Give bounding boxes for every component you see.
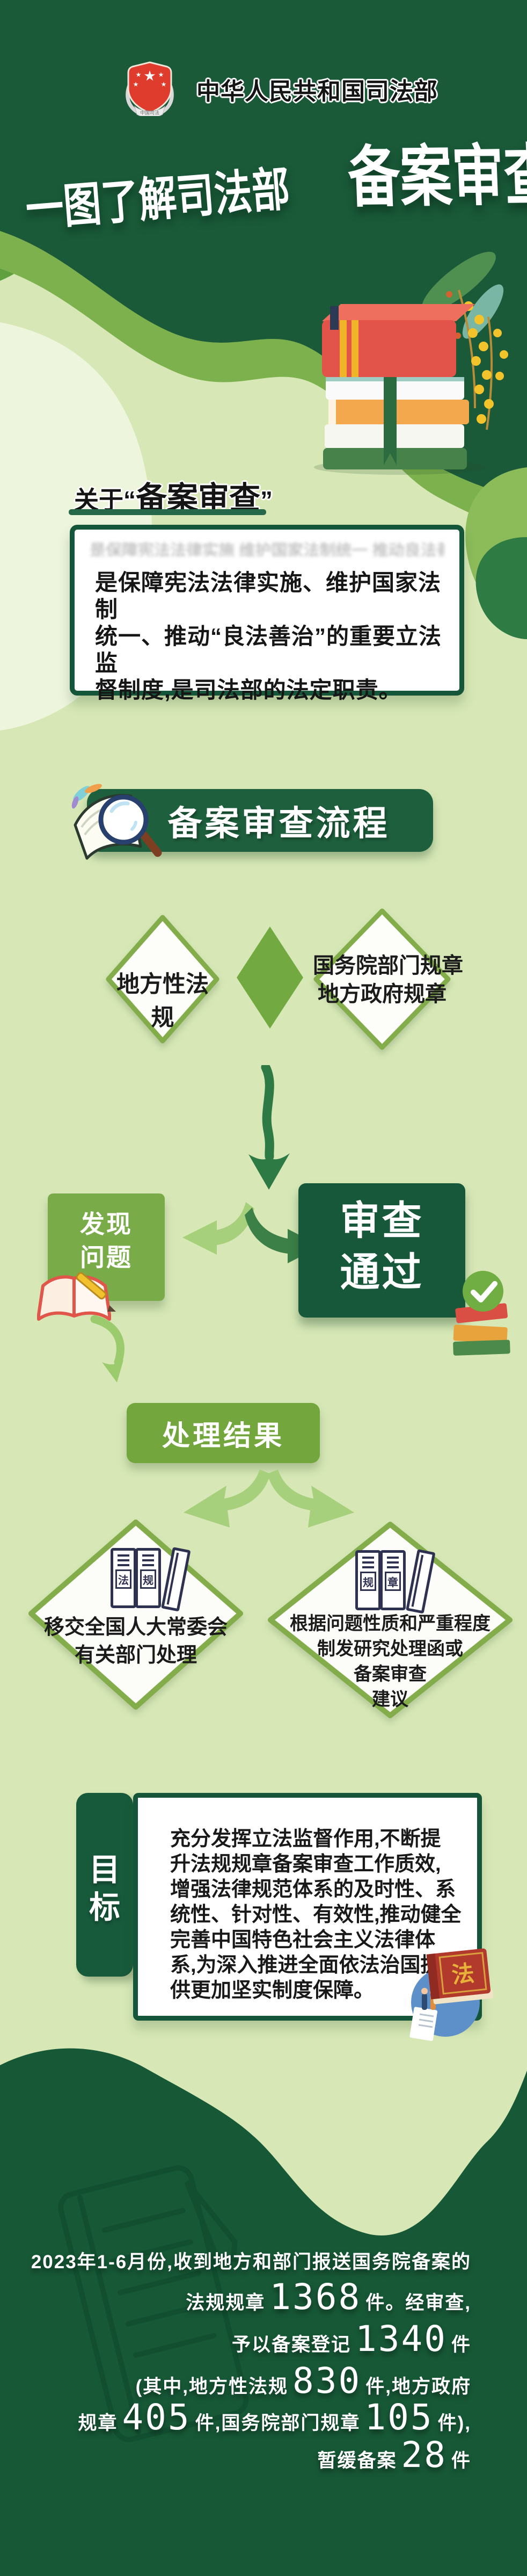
svg-text:法: 法 [450, 1960, 475, 1988]
source-diamond-left [106, 915, 219, 1044]
stat-number: 1368 [269, 2276, 362, 2318]
stat-number: 405 [122, 2397, 191, 2438]
law-books-icon: 法 规 [111, 1547, 191, 1612]
review-pass-box: 审查通过 [298, 1183, 465, 1318]
goal-card: 充分发挥立法监督作用,不断提升法规规章备案审查工作质效,增强法律规范体系的及时性… [133, 1793, 482, 2021]
stat-text: 件), [437, 2413, 471, 2434]
stat-number: 830 [292, 2360, 362, 2401]
stat-number: 105 [364, 2397, 434, 2438]
ministry-name: 中华人民共和国司法部 [196, 78, 438, 105]
stat-text: 件,地方政府 [365, 2376, 471, 2397]
stat-text: 暂缓备案 [317, 2450, 397, 2471]
outcome-right-label: 根据问题性质和严重程度制发研究处理函或备案审查建议 [290, 1613, 491, 1710]
stat-text: 予以备案登记 [232, 2334, 352, 2355]
svg-text:中国司法: 中国司法 [140, 110, 159, 115]
source-left-label: 地方性法规 [116, 972, 209, 1031]
source-right-label: 国务院部门规章地方政府规章 [313, 954, 463, 1006]
book-stack-illustration [314, 251, 508, 475]
stat-text: 法规规章 [186, 2292, 266, 2313]
open-book-magnifier-icon [71, 784, 162, 860]
curved-arrow-icon [90, 1315, 125, 1383]
svg-text:★: ★ [143, 68, 156, 84]
outcome-diamond-left [28, 1519, 243, 1710]
green-diamond-shape [237, 927, 303, 1029]
result-label: 处理结果 [162, 1420, 284, 1452]
ministry-emblem-icon: ★ ★ ★ ★ ★ 中国司法 [126, 61, 174, 116]
stats-line: 2023年1-6月份,收到地方和部门报送国务院备案的 [31, 2247, 471, 2274]
svg-text:★: ★ [136, 71, 142, 78]
goal-tab-char-1: 目 [89, 1853, 120, 1887]
about-card: 是保障宪法法律实施 维护国家法制统一 推动良法善治的重要立法监督制度 是司法部的… [70, 525, 464, 703]
stat-text: 件 [451, 2334, 471, 2355]
stat-number: 28 [401, 2434, 447, 2476]
about-heading-suffix: ” [260, 486, 273, 514]
notebook-sketch-icon [58, 2165, 249, 2442]
source-diamond-right [313, 908, 451, 1050]
open-book-pencil-icon [37, 1272, 116, 1321]
flow-section-title: 备案审查流程 [167, 804, 390, 843]
about-body: 是保障宪法法律实施、维护国家法制统一、推动“良法善治”的重要立法监督制度,是司法… [95, 570, 442, 703]
stat-text: 2023年1-6月份,收到地方和部门报送国务院备案的 [31, 2252, 471, 2273]
stat-text: 件,国务院部门规章 [195, 2413, 361, 2434]
svg-text:★: ★ [133, 81, 139, 88]
goal-body: 充分发挥立法监督作用,不断提升法规规章备案审查工作质效,增强法律规范体系的及时性… [170, 1828, 462, 2002]
stat-text: 件 [451, 2450, 471, 2471]
law-book-circle-illustration: 法 [409, 1948, 494, 2041]
result-box: 处理结果 [127, 1403, 320, 1463]
stat-text: (其中,地方性法规 [135, 2376, 289, 2397]
about-ghost-text: 是保障宪法法律实施 维护国家法制统一 推动良法善治的重要立法监督制度 是司法部的… [90, 542, 444, 556]
page-title-main: 备案审查 [347, 138, 527, 215]
stat-text: 件。经审查, [365, 2292, 471, 2313]
svg-text:★: ★ [158, 71, 164, 78]
goal-tab-char-2: 标 [89, 1890, 120, 1925]
outcome-left-label: 移交全国人大常委会有关部门处理 [43, 1616, 228, 1667]
heading-underline [69, 509, 266, 515]
goal-tab: 目 标 [76, 1793, 133, 1977]
svg-text:★: ★ [161, 81, 167, 88]
stat-number: 1340 [355, 2318, 447, 2360]
regulation-books-icon: 规 章 [355, 1549, 436, 1614]
check-books-icon [453, 1271, 510, 1356]
down-arrow-icon [248, 1065, 290, 1190]
stat-text: 规章 [78, 2413, 118, 2434]
outcome-diamond-right [268, 1522, 513, 1718]
diverging-arrows-icon [184, 1470, 354, 1528]
